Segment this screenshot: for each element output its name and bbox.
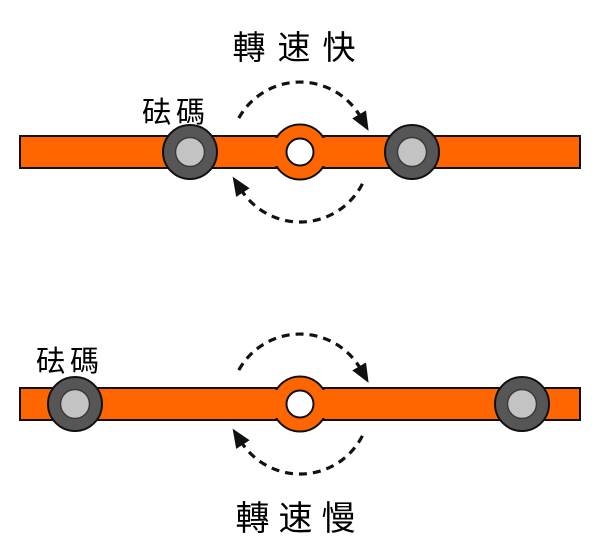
weight-core — [506, 388, 538, 420]
rotation-arrow-lower-icon — [232, 176, 364, 224]
weight-core — [59, 388, 91, 420]
rotation-arrow-upper-icon — [237, 332, 369, 383]
rotation-arrow-upper-icon — [237, 80, 369, 131]
bottom-rotation-speed-label: 轉速慢 — [235, 499, 365, 539]
weight-left — [162, 124, 218, 180]
weight-right — [494, 376, 550, 432]
weight-right — [384, 124, 440, 180]
weight-core — [174, 136, 206, 168]
rotation-arrow-lower-icon — [232, 428, 364, 476]
top-rotation-speed-label: 轉速快 — [232, 28, 368, 67]
bottom-rotor — [19, 332, 581, 476]
top-weight-label: 砝碼 — [142, 95, 211, 129]
axle-hole — [285, 389, 315, 419]
weight-core — [396, 136, 428, 168]
top-rotor — [19, 80, 581, 224]
bottom-weight-label: 砝碼 — [36, 344, 105, 378]
weight-left — [47, 376, 103, 432]
axle-hole — [285, 137, 315, 167]
